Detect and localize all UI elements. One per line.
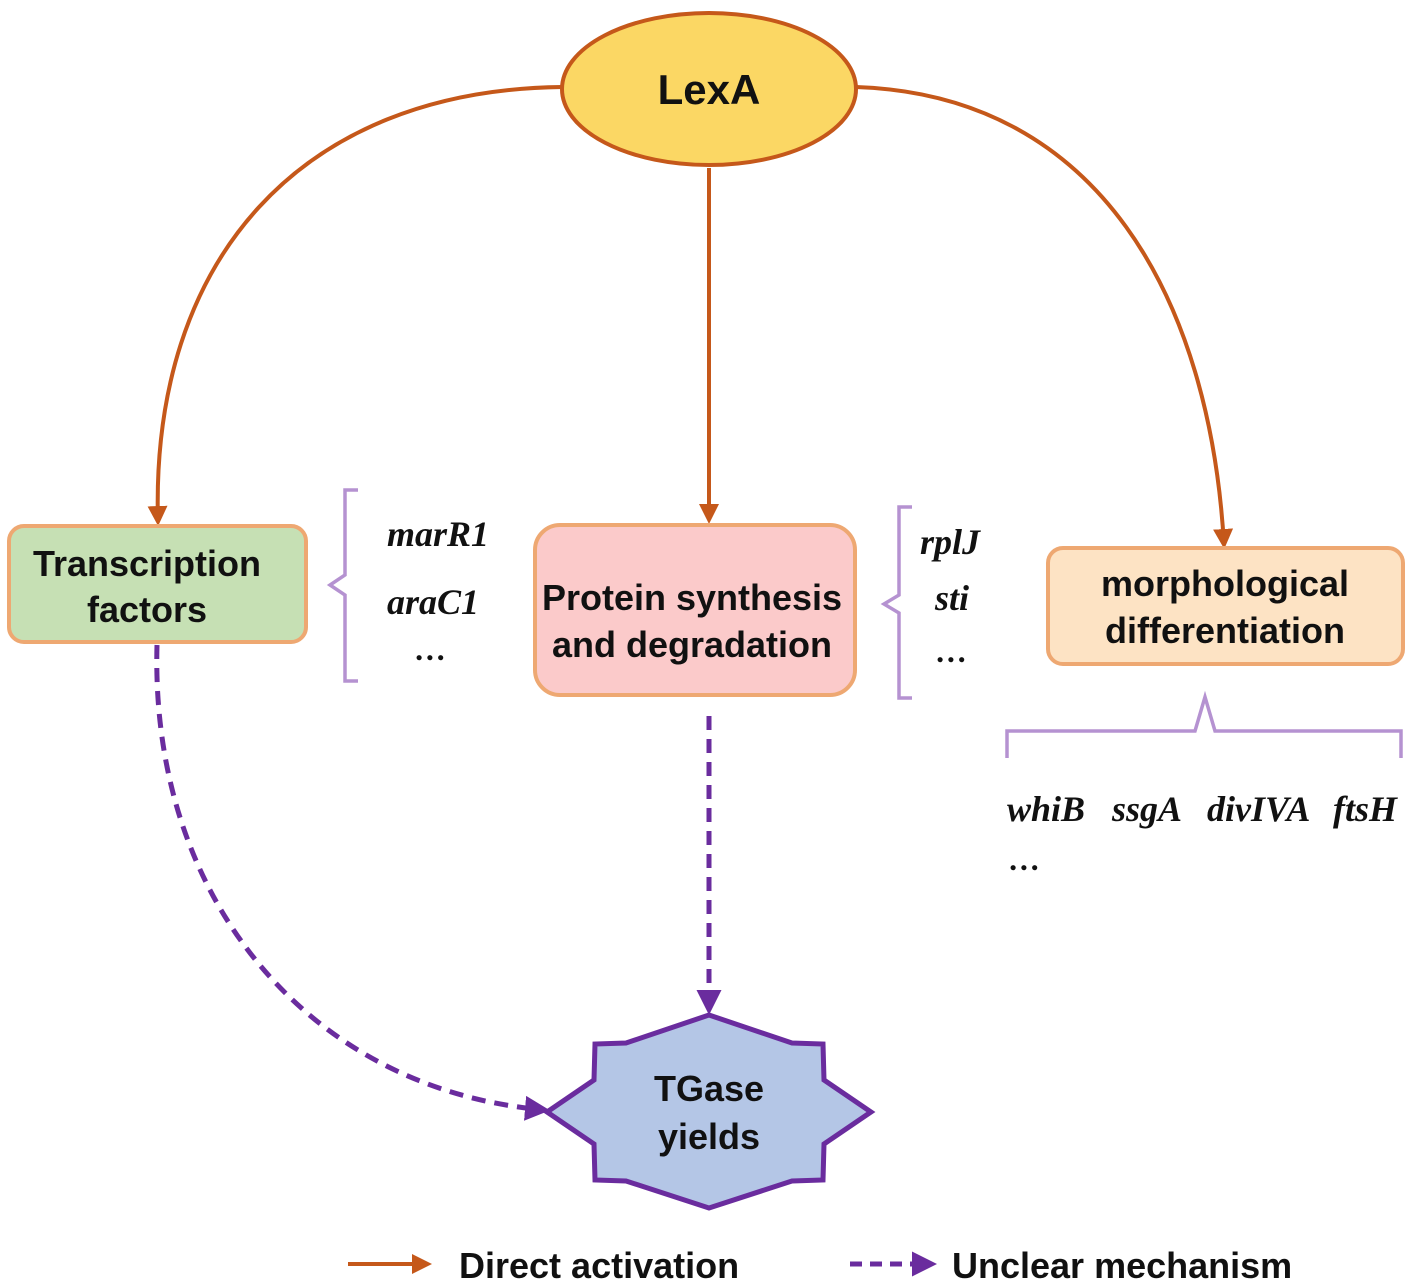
morphological-ellipsis: … bbox=[1009, 841, 1041, 877]
legend-direct-label: Direct activation bbox=[459, 1245, 739, 1286]
protein-bracket bbox=[880, 505, 912, 700]
legend: Direct activation Unclear mechanism bbox=[348, 1245, 1292, 1286]
morphological-bracket bbox=[1005, 690, 1403, 758]
legend-unclear-label: Unclear mechanism bbox=[952, 1245, 1292, 1286]
arrow-transcription-factors-to-tgase bbox=[154, 644, 550, 1121]
transcription-factors-gene-group: marR1 araC1 … bbox=[326, 488, 489, 683]
gene-rplJ: rplJ bbox=[920, 522, 981, 562]
protein-node: Protein synthesis and degradation bbox=[533, 523, 857, 697]
lexa-label: LexA bbox=[658, 66, 761, 113]
gene-ssgA: ssgA bbox=[1111, 789, 1182, 829]
gene-sti: sti bbox=[934, 578, 969, 618]
gene-araC1: araC1 bbox=[387, 582, 479, 622]
protein-label-line1: Protein synthesis bbox=[542, 577, 842, 618]
tgase-node: TGase yields bbox=[542, 1012, 876, 1211]
protein-gene-group: rplJ sti … bbox=[880, 505, 981, 700]
gene-marR1: marR1 bbox=[387, 514, 489, 554]
transcription-factors-node: Transcription factors bbox=[7, 524, 308, 644]
morphological-label-line2: differentiation bbox=[1105, 610, 1345, 651]
morphological-gene-group: whiB ssgA divIVA ftsH … bbox=[1005, 690, 1403, 877]
arrow-lexa-to-transcription-factors bbox=[147, 85, 563, 526]
gene-whiB: whiB bbox=[1007, 789, 1085, 829]
gene-divIVA: divIVA bbox=[1207, 789, 1310, 829]
transcription-factors-bracket bbox=[326, 488, 358, 683]
morphological-label-line1: morphological bbox=[1101, 563, 1349, 604]
protein-label-line2: and degradation bbox=[552, 624, 832, 665]
transcription-factors-ellipsis: … bbox=[415, 631, 447, 667]
protein-ellipsis: … bbox=[936, 633, 968, 669]
transcription-factors-label-line1: Transcription bbox=[33, 543, 261, 584]
transcription-factors-label-line2: factors bbox=[87, 589, 207, 630]
tgase-label-line1: TGase bbox=[654, 1068, 764, 1109]
gene-ftsH: ftsH bbox=[1333, 789, 1398, 829]
arrow-lexa-to-morphological bbox=[855, 85, 1234, 549]
morphological-node: morphological differentiation bbox=[1046, 546, 1405, 666]
lexa-node: LexA bbox=[560, 11, 858, 167]
tgase-label-line2: yields bbox=[658, 1116, 760, 1157]
